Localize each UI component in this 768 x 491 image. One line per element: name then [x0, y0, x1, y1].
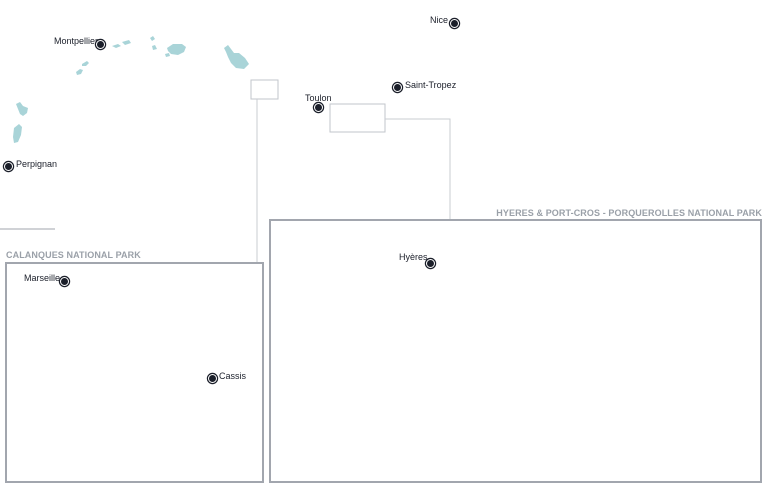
city-marker-nice[interactable]: [450, 19, 459, 28]
city-marker-toulon[interactable]: [314, 103, 323, 112]
city-marker-perpignan[interactable]: [4, 162, 13, 171]
city-label-montpellier: Montpellier: [54, 36, 99, 46]
city-label-hyeres: Hyères: [399, 252, 428, 262]
city-label-toulon: Toulon: [305, 93, 332, 103]
hyeres-inset-frame[interactable]: [269, 219, 762, 483]
city-marker-montpellier[interactable]: [96, 40, 105, 49]
city-label-cassis: Cassis: [219, 371, 247, 381]
water-bodies: [13, 36, 249, 143]
city-label-saint-tropez: Saint-Tropez: [405, 80, 457, 90]
lagoon-thau-small: [165, 53, 170, 57]
lagoon-canet: [13, 124, 22, 143]
city-marker-saint-tropez[interactable]: [393, 83, 402, 92]
hyeres-locator-box: [329, 103, 386, 133]
hyeres-leader-line: [385, 118, 451, 219]
lagoon-west-1: [76, 69, 83, 75]
lagoon-west-2: [82, 61, 89, 66]
lagoon-west-3: [112, 44, 121, 48]
city-marker-hyeres[interactable]: [426, 259, 435, 268]
lagoon-camargue: [224, 45, 249, 69]
lagoon-west-4: [122, 40, 131, 45]
lagoon-west-5: [150, 36, 155, 41]
lagoon-west-6: [152, 45, 157, 50]
city-label-perpignan: Perpignan: [16, 159, 58, 169]
lagoon-leucate: [16, 102, 28, 116]
calanques-inset-frame[interactable]: [5, 262, 264, 483]
city-marker-marseille[interactable]: [60, 277, 69, 286]
hyeres-park-title: HYERES & PORT-CROS - PORQUEROLLES NATION…: [496, 208, 762, 218]
calanques-locator-box: [250, 79, 279, 100]
city-label-marseille: Marseille: [24, 273, 61, 283]
city-marker-cassis[interactable]: [208, 374, 217, 383]
city-label-nice: Nice: [430, 15, 449, 25]
calanques-park-title: CALANQUES NATIONAL PARK: [6, 250, 141, 260]
lagoon-thau: [167, 44, 186, 55]
